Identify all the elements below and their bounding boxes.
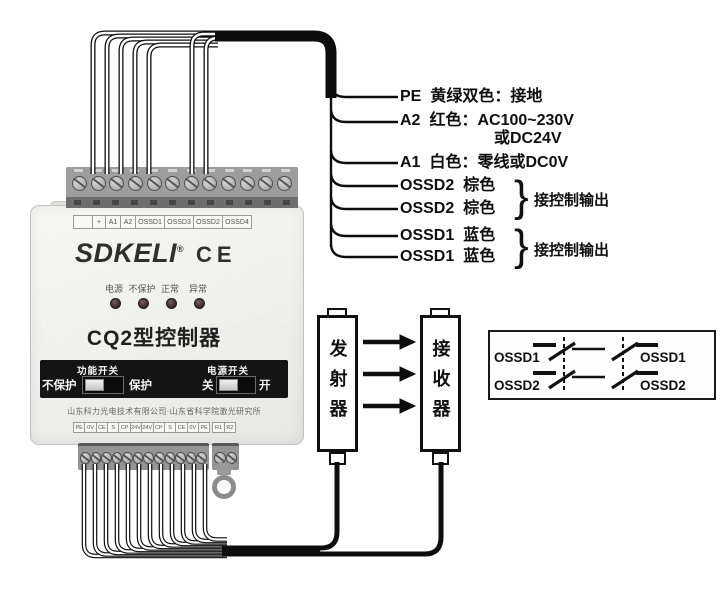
brand-logo: SDKELI® bbox=[75, 238, 184, 269]
receiver-plug bbox=[432, 452, 449, 465]
terminal-cell: OSSD1 bbox=[135, 215, 165, 229]
aux-terminal-screws bbox=[214, 452, 237, 464]
wire-fanout bbox=[329, 85, 398, 259]
group-brace-icon: } bbox=[514, 221, 529, 270]
receiver-label: 接收器 bbox=[430, 339, 451, 429]
registered-mark-icon: ® bbox=[177, 244, 185, 254]
wire-desc: 白色：零线或DC0V bbox=[429, 154, 569, 171]
function-switch-right-label: 保护 bbox=[129, 380, 152, 392]
wire-terminal: PE bbox=[400, 88, 422, 105]
contact-schematic-box bbox=[488, 330, 716, 400]
group-brace-icon: } bbox=[514, 172, 529, 221]
bottom-wires bbox=[81, 464, 227, 559]
led-icon bbox=[194, 298, 205, 309]
indicator-label: 不保护 bbox=[128, 284, 156, 294]
wire-terminal: OSSD1 bbox=[400, 227, 455, 244]
top-terminal-base bbox=[66, 197, 298, 208]
terminal-cell: A2 bbox=[120, 215, 136, 229]
power-switch bbox=[216, 376, 256, 394]
wire-terminal: OSSD2 bbox=[400, 177, 455, 194]
top-terminal-tags bbox=[74, 169, 290, 172]
wire-label-ossd1-a: OSSD1 蓝色 bbox=[400, 228, 495, 244]
power-switch-right-label: 开 bbox=[259, 380, 271, 392]
wire-label-a2-line2: 或DC24V bbox=[494, 130, 562, 147]
bottom-terminal-label-strip: PE 0V CE S CP 24V 24V CP S CE 0V PE R1 R… bbox=[73, 422, 237, 433]
led-icon bbox=[166, 298, 177, 309]
wire-desc: 棕色 bbox=[463, 177, 496, 194]
indicator-normal: 正常 bbox=[152, 282, 188, 295]
top-terminal-block bbox=[66, 167, 298, 208]
power-switch-title: 电源开关 bbox=[206, 366, 249, 377]
receiver-cable bbox=[318, 462, 444, 557]
terminal-cell: PE bbox=[197, 422, 211, 433]
contact-label-right-ossd2: OSSD2 bbox=[640, 378, 686, 393]
power-switch-left-label: 关 bbox=[202, 380, 214, 392]
function-switch-title: 功能开关 bbox=[76, 366, 119, 377]
transmitter-box bbox=[317, 315, 358, 452]
function-switch-left-label: 不保护 bbox=[42, 380, 77, 392]
terminal-cell: OSSD4 bbox=[222, 215, 252, 229]
wire-desc: 棕色 bbox=[463, 200, 496, 217]
switch-knob bbox=[219, 379, 238, 391]
company-name: 山东科力光电技术有限公司·山东省科学院激光研究所 bbox=[67, 407, 261, 416]
contact-label-right-ossd1: OSSD1 bbox=[640, 350, 686, 365]
transmitter-plug bbox=[329, 452, 346, 465]
indicator-power: 电源 bbox=[96, 282, 132, 295]
beam-arrow-icon bbox=[363, 334, 417, 414]
function-switch bbox=[82, 376, 124, 394]
receiver-box bbox=[420, 315, 461, 452]
model-name: CQ2型控制器 bbox=[86, 327, 222, 350]
top-wires bbox=[90, 30, 224, 174]
wire-desc: 红色：AC100~230V bbox=[429, 112, 574, 129]
group-note-2: 接控制输出 bbox=[534, 242, 610, 259]
indicator-unprotected: 不保护 bbox=[124, 282, 160, 295]
terminal-cell: R2 bbox=[223, 422, 237, 433]
controller-body bbox=[30, 205, 304, 445]
wire-desc: 蓝色 bbox=[463, 248, 496, 265]
ce-mark-icon: CE bbox=[196, 242, 237, 267]
led-icon bbox=[138, 298, 149, 309]
wire-label-pe: PE 黄绿双色：接地 bbox=[400, 89, 542, 105]
top-cable-sheath bbox=[215, 30, 337, 98]
contact-label-left-ossd2: OSSD2 bbox=[494, 378, 540, 393]
terminal-cell bbox=[73, 215, 93, 229]
wire-desc: 黄绿双色：接地 bbox=[430, 88, 543, 105]
bottom-terminal-block-main bbox=[78, 443, 209, 470]
wire-terminal: OSSD1 bbox=[400, 248, 455, 265]
terminal-cell: A1 bbox=[105, 215, 121, 229]
terminal-cell: OSSD3 bbox=[164, 215, 194, 229]
transmitter-cable bbox=[316, 462, 340, 551]
bottom-terminal-block-aux bbox=[212, 443, 239, 470]
wire-terminal: OSSD2 bbox=[400, 200, 455, 217]
terminal-cell: + bbox=[92, 215, 106, 229]
wire-terminal: A1 bbox=[400, 154, 421, 171]
bottom-terminal-screws bbox=[80, 452, 207, 464]
led-icon bbox=[110, 298, 121, 309]
indicator-label: 电源 bbox=[104, 284, 123, 294]
wire-terminal: A2 bbox=[400, 112, 421, 129]
wire-desc: 蓝色 bbox=[463, 227, 496, 244]
switch-knob bbox=[85, 379, 104, 391]
wire-label-ossd2-a: OSSD2 棕色 bbox=[400, 178, 495, 194]
brand-text: SDKELI bbox=[75, 238, 178, 268]
wire-label-a2: A2 红色：AC100~230V bbox=[400, 113, 574, 129]
top-terminal-label-strip: + A1 A2 OSSD1 OSSD3 OSSD2 OSSD4 bbox=[73, 215, 252, 229]
wire-label-ossd2-b: OSSD2 棕色 bbox=[400, 201, 495, 217]
terminal-cell: OSSD2 bbox=[193, 215, 223, 229]
indicator-label: 异常 bbox=[188, 284, 207, 294]
contact-label-left-ossd1: OSSD1 bbox=[494, 350, 540, 365]
indicator-abnormal: 异常 bbox=[180, 282, 216, 295]
wire-label-a1: A1 白色：零线或DC0V bbox=[400, 155, 568, 171]
group-note-1: 接控制输出 bbox=[534, 192, 610, 209]
indicator-label: 正常 bbox=[160, 284, 179, 294]
transmitter-label: 发射器 bbox=[327, 339, 348, 429]
top-terminal-screws bbox=[72, 176, 292, 191]
wire-label-ossd1-b: OSSD1 蓝色 bbox=[400, 249, 495, 265]
